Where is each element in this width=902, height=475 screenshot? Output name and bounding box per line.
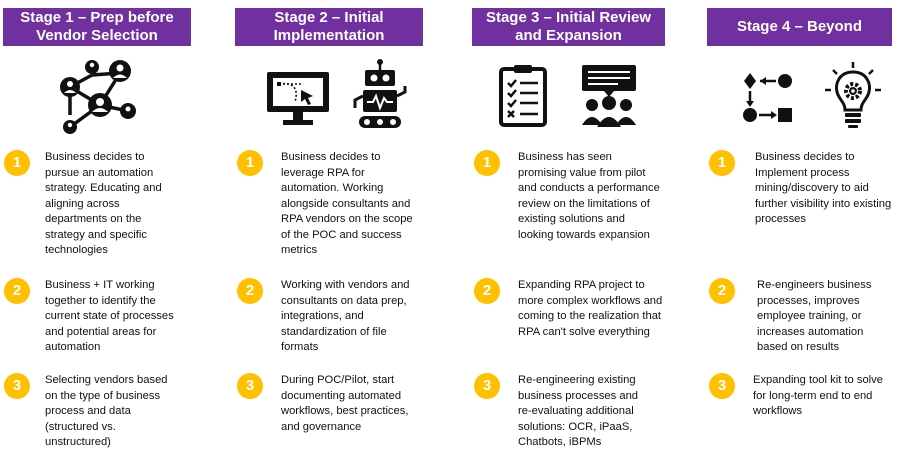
process-flow-icon	[743, 73, 792, 122]
lightbulb-gear-icon	[825, 62, 881, 128]
stage-3-column: Stage 3 – Initial Review and Expansion	[470, 0, 695, 475]
step-number-badge: 1	[4, 150, 30, 176]
presentation-audience-icon	[582, 64, 636, 127]
step-description: Re-engineers business processes, improve…	[757, 279, 872, 353]
stage-1-column: Stage 1 – Prep before Vendor Selection	[0, 0, 225, 475]
step-number-badge: 3	[237, 373, 263, 399]
stage-4-column: Stage 4 – Beyond	[705, 0, 902, 475]
step-number-badge: 2	[237, 278, 263, 304]
monitor-cursor-icon	[267, 72, 329, 125]
step-description: Expanding RPA project to more complex wo…	[518, 279, 663, 338]
stage-3-icons	[498, 55, 640, 135]
step-description: During POC/Pilot, start documenting auto…	[281, 374, 409, 433]
stage-1-icons	[50, 55, 140, 135]
network-people-icon	[60, 60, 136, 134]
step-number-badge: 2	[4, 278, 30, 304]
stage-3-header: Stage 3 – Initial Review and Expansion	[472, 8, 665, 46]
step-number-badge: 2	[474, 278, 500, 304]
step-description: Business decides to Implement process mi…	[755, 151, 892, 225]
stage-4-icons	[740, 55, 883, 135]
step-number-badge: 1	[709, 150, 735, 176]
step-description: Re-engineering existing business process…	[518, 374, 639, 448]
step-description: Selecting vendors based on the type of b…	[45, 374, 168, 448]
step-description: Business has seen promising value from p…	[518, 151, 660, 241]
stage-2-header: Stage 2 – Initial Implementation	[235, 8, 423, 46]
checklist-clipboard-icon	[499, 64, 547, 127]
step-description: Expanding tool kit to solve for long-ter…	[753, 374, 883, 417]
step-description: Business decides to pursue an automation…	[45, 151, 162, 256]
step-number-badge: 2	[709, 278, 735, 304]
step-description: Business + IT working together to identi…	[45, 279, 174, 353]
stage-2-icons	[263, 55, 408, 135]
step-number-badge: 1	[474, 150, 500, 176]
stage-1-header: Stage 1 – Prep before Vendor Selection	[3, 8, 191, 46]
robot-icon	[353, 58, 407, 128]
step-number-badge: 3	[709, 373, 735, 399]
step-number-badge: 3	[474, 373, 500, 399]
step-number-badge: 1	[237, 150, 263, 176]
stage-4-header: Stage 4 – Beyond	[707, 8, 892, 46]
step-description: Working with vendors and consultants on …	[281, 279, 410, 353]
step-description: Business decides to leverage RPA for aut…	[281, 151, 413, 256]
stage-2-column: Stage 2 – Initial Implementation	[233, 0, 458, 475]
step-number-badge: 3	[4, 373, 30, 399]
